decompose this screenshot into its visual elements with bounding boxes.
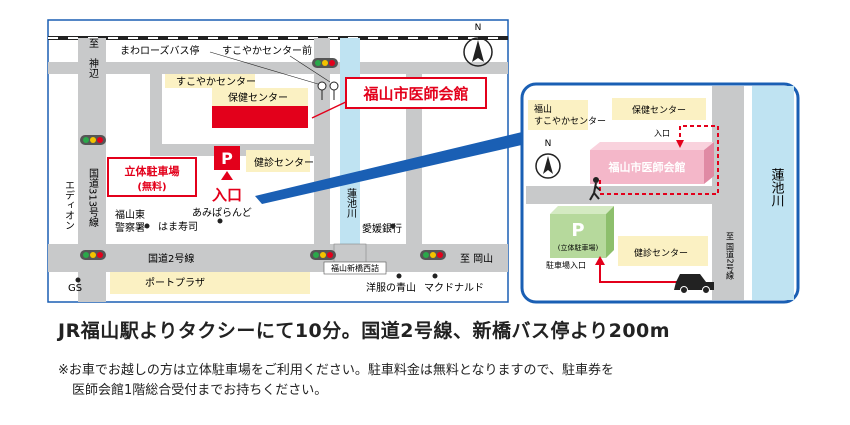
shinbashi-west-label: 福山新橋西詰 xyxy=(331,263,379,273)
zoom-connector xyxy=(255,132,526,204)
ishikai-callout-label: 福山市医師会館 xyxy=(362,85,468,103)
inset-car-route-arrow-icon xyxy=(595,256,605,265)
inset-river xyxy=(752,86,794,300)
parking-icon xyxy=(214,146,240,170)
parking-note-line2: 医師会館1階総合受付までお持ちください。 xyxy=(72,383,328,398)
parking-note-line1: ※お車でお越しの方は立体駐車場をご利用ください。駐車料金は無料となりますので、駐… xyxy=(58,363,614,378)
inset-route2-label: 至 国道2号線 xyxy=(726,232,735,280)
main-north-label: N xyxy=(475,23,482,33)
car-icon xyxy=(674,274,714,294)
inset-sukoyaka-label-line2: すこやかセンター xyxy=(534,116,606,127)
amipalando-label: あみぱらんど xyxy=(192,207,252,219)
mcdonalds-label: マクドナルド xyxy=(424,282,484,294)
parking-icon-symbol: P xyxy=(221,149,233,168)
inset-sukoyaka-building xyxy=(528,100,588,130)
hoken-center-label: 保健センター xyxy=(228,91,288,104)
shinbashi-sign xyxy=(323,261,387,275)
inset-ishikai-building xyxy=(590,142,714,184)
kenshin-center-label: 健診センター xyxy=(254,156,314,169)
inset-ishikai-label: 福山市医師会館 xyxy=(608,160,686,174)
route313-label: 国道313号線 xyxy=(87,168,99,227)
hasuike-river-label: 蓮池川 xyxy=(345,187,357,218)
inset-north-arrow-icon xyxy=(543,156,553,174)
inset-car-route xyxy=(599,262,690,283)
inset-kenshin-label: 健診センター xyxy=(634,247,688,259)
ehime-bank-label: 愛媛銀行 xyxy=(362,222,402,235)
inset-horizontal-road xyxy=(526,186,712,204)
main-map: 至 神辺 まわローズバス停 すこやかセンター前 すこやかセンター 保健センター … xyxy=(47,19,509,303)
inset-hoken-label: 保健センター xyxy=(632,104,686,116)
inset-map: 蓮池川 至 国道2号線 福山 すこやかセンター 保健センター 入口 福山市医師会… xyxy=(520,82,800,304)
main-north-compass: N xyxy=(463,23,493,67)
hama-sushi-label: はま寿司 xyxy=(158,220,198,233)
eddy-aeon-label: エディオン xyxy=(63,180,75,230)
parking-note: ※お車でお越しの方は立体駐車場をご利用ください。駐車料金は無料となりますので、駐… xyxy=(58,361,818,401)
to-okayama-label: 至 岡山 xyxy=(460,253,493,265)
hoken-building xyxy=(212,88,308,106)
entrance-arrow-icon xyxy=(221,171,233,180)
entrance-label: 入口 xyxy=(212,186,242,204)
port-plaza-building xyxy=(110,272,310,294)
parking-tower-label-line2: (無料) xyxy=(137,180,166,193)
inset-hoken-building xyxy=(612,98,706,120)
west-small-street xyxy=(150,74,162,156)
center-street xyxy=(314,38,330,244)
police-label-line2: 警察署 xyxy=(115,221,145,234)
inset-parking-label: (立体駐車場) xyxy=(558,243,599,252)
access-headline: JR福山駅よりタクシーにて10分。国道2号線、新橋バス停より200m xyxy=(58,320,671,342)
inset-kenshin-building xyxy=(618,236,708,266)
sukoyaka-center-label: すこやかセンター xyxy=(176,76,256,88)
sukoyaka-building xyxy=(165,74,255,88)
roads xyxy=(48,38,508,302)
inset-entrance-label: 入口 xyxy=(654,129,670,138)
parking-tower-callout xyxy=(107,157,197,197)
inset-route-arrow-icon xyxy=(676,140,684,148)
kenshin-building xyxy=(246,150,310,172)
traffic-light-icons xyxy=(80,58,446,260)
inset-sukoyaka-label-line1: 福山 xyxy=(534,103,552,115)
port-plaza-label: ポートプラザ xyxy=(145,277,205,289)
pedestrian-icon xyxy=(589,177,601,201)
inset-north-compass: N xyxy=(535,139,561,179)
inset-parking-entrance-label: 駐車場入口 xyxy=(546,260,586,270)
bus-stop-mawaro-label: まわローズバス停 xyxy=(120,44,200,57)
inset-hasuike-label: 蓮池川 xyxy=(769,168,785,207)
inset-walking-route xyxy=(599,125,719,195)
ishikai-callout-box xyxy=(345,77,487,109)
bus-stop-icons xyxy=(209,51,339,100)
gs-label: GS xyxy=(68,283,82,294)
ishikai-callout-line xyxy=(311,99,351,119)
landmark-dots xyxy=(75,218,438,283)
to-kannabe-label: 至 神辺 xyxy=(87,38,99,78)
parking-tower-label-line1: 立体駐車場 xyxy=(125,164,180,178)
police-label-line1: 福山東 xyxy=(115,208,145,221)
access-map: 至 神辺 まわローズバス停 すこやかセンター前 すこやかセンター 保健センター … xyxy=(47,19,800,304)
yofuku-aoyama-label: 洋服の青山 xyxy=(366,281,416,294)
top-street xyxy=(48,62,508,74)
inset-parking-symbol: P xyxy=(571,220,584,241)
inset-parking-building xyxy=(550,206,614,258)
bus-stop-sukoyaka-label: すこやかセンター前 xyxy=(222,44,312,57)
inset-north-label: N xyxy=(545,139,552,149)
north-arrow-icon xyxy=(472,40,484,62)
ishikai-building xyxy=(212,106,308,128)
route2-label: 国道2号線 xyxy=(148,252,194,265)
